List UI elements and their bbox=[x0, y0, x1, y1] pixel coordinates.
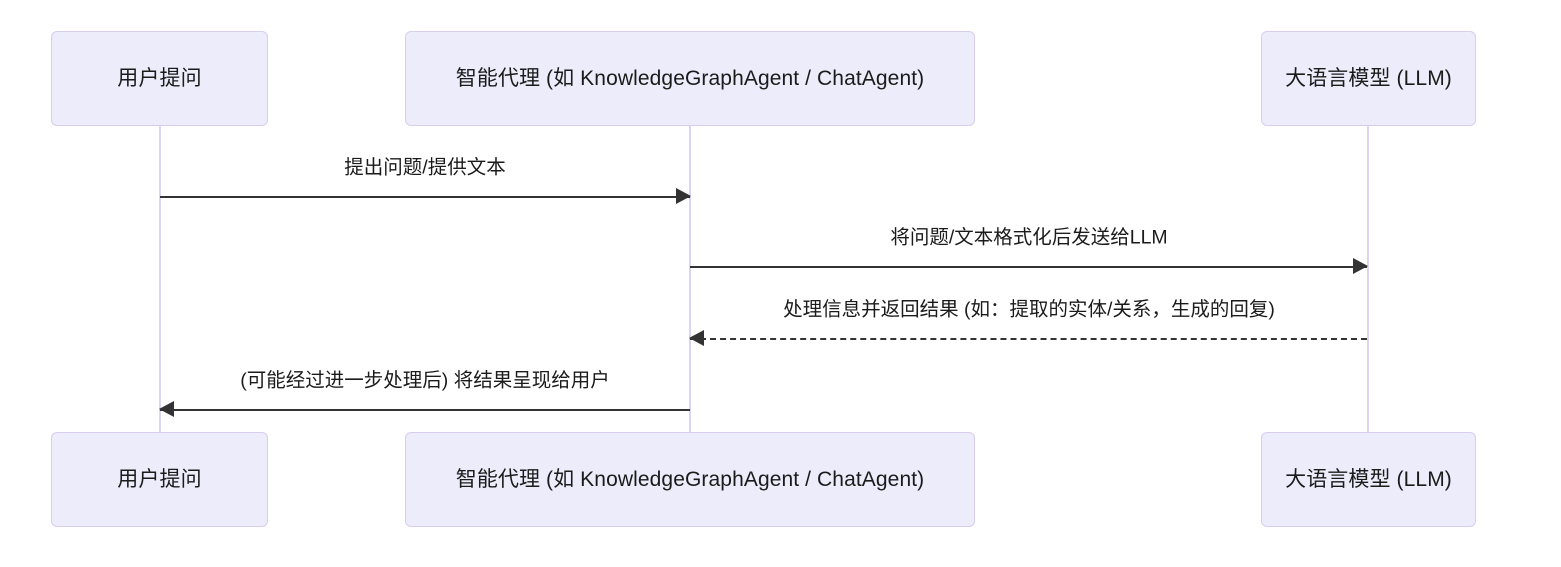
lifeline-agent bbox=[689, 126, 691, 445]
participant-box-user-top[interactable]: 用户提问 bbox=[51, 31, 268, 126]
message-label-4: (可能经过进一步处理后) 将结果呈现给用户 bbox=[234, 368, 616, 393]
participant-label-user-bottom: 用户提问 bbox=[117, 467, 202, 491]
participant-box-agent-bottom[interactable]: 智能代理 (如 KnowledgeGraphAgent / ChatAgent) bbox=[405, 432, 975, 527]
participant-box-agent-top[interactable]: 智能代理 (如 KnowledgeGraphAgent / ChatAgent) bbox=[405, 31, 975, 126]
participant-label-agent-top: 智能代理 (如 KnowledgeGraphAgent / ChatAgent) bbox=[455, 66, 925, 90]
participant-label-user-top: 用户提问 bbox=[117, 66, 202, 90]
participant-label-llm-top: 大语言模型 (LLM) bbox=[1285, 66, 1452, 90]
message-line-4 bbox=[160, 409, 690, 411]
message-label-1: 提出问题/提供文本 bbox=[338, 155, 512, 180]
participant-label-agent-bottom: 智能代理 (如 KnowledgeGraphAgent / ChatAgent) bbox=[455, 467, 925, 491]
lifeline-llm bbox=[1367, 126, 1369, 445]
arrowhead-right-icon-2 bbox=[1353, 258, 1368, 274]
participant-box-llm-top[interactable]: 大语言模型 (LLM) bbox=[1261, 31, 1476, 126]
participant-box-user-bottom[interactable]: 用户提问 bbox=[51, 432, 268, 527]
lifeline-user bbox=[159, 126, 161, 445]
participant-box-llm-bottom[interactable]: 大语言模型 (LLM) bbox=[1261, 432, 1476, 527]
participant-label-llm-bottom: 大语言模型 (LLM) bbox=[1285, 467, 1452, 491]
arrowhead-left-icon-3 bbox=[689, 330, 704, 346]
message-line-1 bbox=[160, 196, 690, 198]
message-label-3: 处理信息并返回结果 (如：提取的实体/关系，生成的回复) bbox=[777, 297, 1281, 322]
message-line-2 bbox=[690, 266, 1367, 268]
arrowhead-left-icon-4 bbox=[159, 401, 174, 417]
message-line-3 bbox=[690, 338, 1367, 340]
message-label-2: 将问题/文本格式化后发送给LLM bbox=[884, 225, 1174, 250]
arrowhead-right-icon-1 bbox=[676, 188, 691, 204]
